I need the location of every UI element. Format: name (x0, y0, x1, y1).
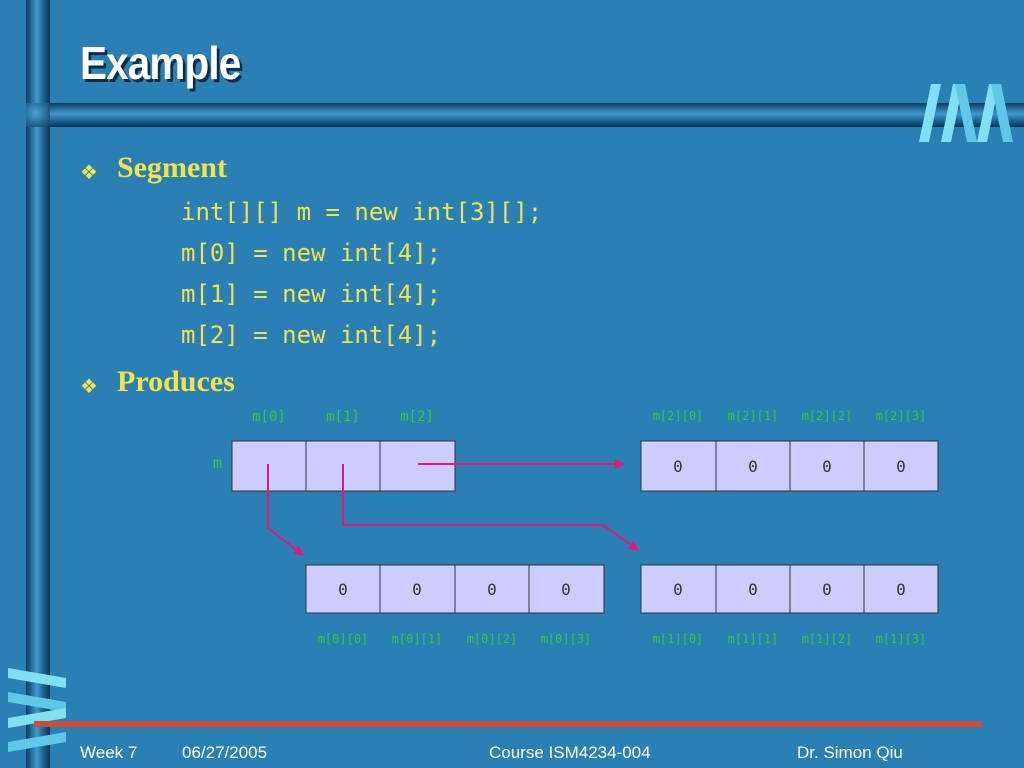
element-value: 0 (822, 580, 832, 599)
footer-divider (34, 721, 982, 727)
ref-label: m[0] (252, 409, 286, 425)
bullet-diamond-icon: ❖ (80, 376, 98, 398)
element-label: m[1][3] (876, 632, 927, 646)
element-value: 0 (822, 457, 832, 476)
row-2-array (640, 440, 939, 492)
element-value: 0 (487, 580, 497, 599)
element-label: m[2][1] (728, 409, 779, 423)
element-label: m[0][2] (467, 632, 518, 646)
slide-title: Example (80, 37, 241, 89)
ref-label: m[1] (326, 409, 360, 425)
element-value: 0 (338, 580, 348, 599)
element-cell (640, 564, 717, 614)
element-label: m[0][3] (541, 632, 592, 646)
element-value: 0 (412, 580, 422, 599)
pointer-arrow-m0 (267, 464, 304, 556)
element-label: m[2][3] (876, 409, 927, 423)
pointer-arrow-m1 (342, 464, 639, 551)
element-label: m[0][0] (318, 632, 369, 646)
footer-week: Week 7 (80, 743, 138, 762)
logo-stripes-icon (919, 84, 1013, 142)
element-value: 0 (673, 457, 683, 476)
element-value: 0 (748, 580, 758, 599)
ref-cell (379, 440, 456, 492)
element-cell (715, 564, 791, 614)
element-cell (528, 564, 605, 614)
element-value: 0 (748, 457, 758, 476)
row-0-array (305, 564, 605, 614)
bullet-diamond-icon: ❖ (80, 162, 98, 184)
footer-date: 06/27/2005 (182, 743, 268, 762)
element-label: m[2][2] (802, 409, 853, 423)
element-value: 0 (561, 580, 571, 599)
element-label: m[2][0] (653, 409, 704, 423)
element-label: m[0][1] (392, 632, 443, 646)
ref-label: m[2] (400, 409, 434, 425)
element-cell (715, 440, 791, 492)
code-line: int[][] m = new int[3][]; (181, 198, 543, 226)
element-cell (789, 564, 865, 614)
variable-label: m (213, 454, 222, 472)
element-value: 0 (896, 457, 906, 476)
element-cell (863, 440, 939, 492)
code-line: m[1] = new int[4]; (181, 280, 442, 308)
bullet-produces: Produces (117, 365, 235, 398)
top-decorative-bar (26, 103, 1024, 127)
footer-course: Course ISM4234-004 (489, 743, 651, 762)
element-label: m[1][2] (802, 632, 853, 646)
code-line: m[2] = new int[4]; (181, 321, 442, 349)
bullet-segment: Segment (117, 151, 227, 184)
element-cell (305, 564, 381, 614)
element-label: m[1][0] (653, 632, 704, 646)
element-cell (640, 440, 717, 492)
element-value: 0 (896, 580, 906, 599)
footer-author: Dr. Simon Qiu (797, 743, 903, 762)
bar-junction (26, 103, 50, 127)
element-cell (863, 564, 939, 614)
element-value: 0 (673, 580, 683, 599)
row-1-array (640, 564, 939, 614)
element-label: m[1][1] (728, 632, 779, 646)
left-decorative-bar (26, 0, 50, 768)
code-line: m[0] = new int[4]; (181, 239, 442, 267)
element-cell (454, 564, 530, 614)
logo-stripes-bottom-icon (8, 668, 66, 752)
element-cell (789, 440, 865, 492)
